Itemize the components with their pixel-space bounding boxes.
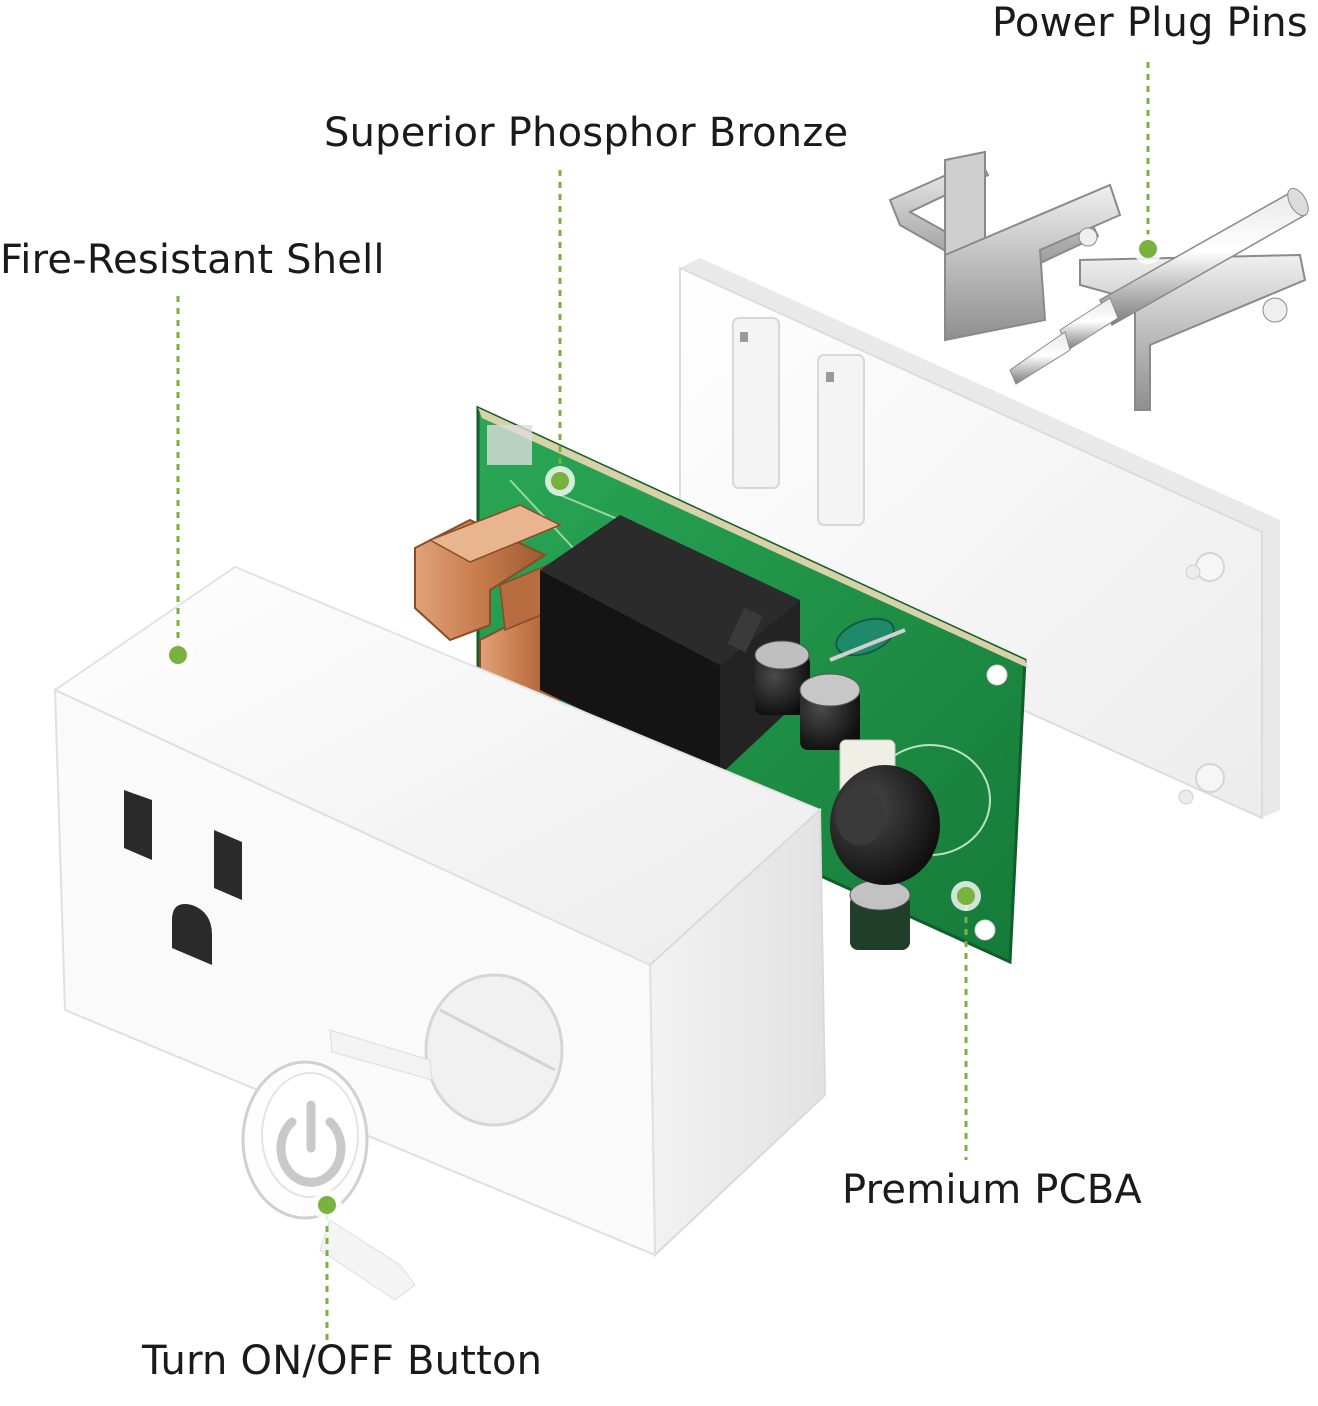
on-off-button-label: Turn ON/OFF Button — [142, 1338, 543, 1384]
leader-bronze — [545, 170, 575, 496]
leader-pins — [1133, 62, 1163, 264]
inductor — [829, 617, 940, 885]
pins-marker-dot — [1139, 240, 1157, 258]
power-plug-pins — [888, 150, 1309, 411]
pcba-marker-dot — [957, 887, 975, 905]
shell-marker-dot — [169, 646, 187, 664]
back-cover — [679, 258, 1280, 820]
outlet — [124, 790, 242, 965]
leader-button — [312, 1190, 342, 1345]
fire-resistant-shell-label: Fire-Resistant Shell — [0, 237, 385, 283]
power-button — [241, 1029, 433, 1301]
power-plug-pins-label: Power Plug Pins — [992, 0, 1308, 46]
leader-pcba — [951, 881, 981, 1160]
phosphor-bronze-label: Superior Phosphor Bronze — [324, 110, 849, 156]
button-marker-dot — [318, 1196, 336, 1214]
leader-shell — [163, 296, 193, 670]
premium-pcba-label: Premium PCBA — [842, 1167, 1142, 1213]
front-shell — [52, 565, 827, 1258]
bronze-marker-dot — [551, 472, 569, 490]
